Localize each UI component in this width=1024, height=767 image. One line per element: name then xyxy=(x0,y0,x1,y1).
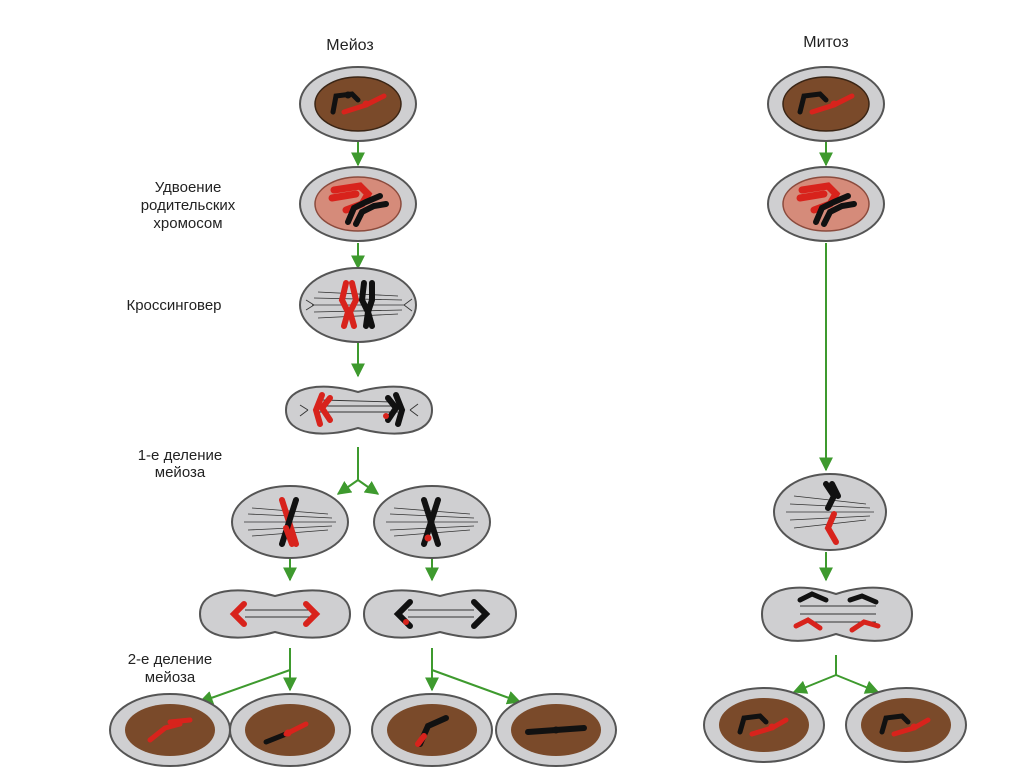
first-division-label-line1: 1-е деление xyxy=(138,447,223,464)
mitosis-duplication-cell xyxy=(767,166,885,242)
gamete-cell xyxy=(495,693,617,767)
arrow xyxy=(835,674,880,694)
first-division-label-line2: мейоза xyxy=(155,464,206,481)
meiosis-crossing-over-cell xyxy=(299,267,417,343)
meiosis-first-division-cell xyxy=(284,385,434,435)
mitosis-daughter-cell-left xyxy=(703,687,825,763)
duplication-label-line3: хромосом xyxy=(153,215,222,232)
second-division-label-line2: мейоза xyxy=(145,669,196,686)
duplication-label-line2: родительских xyxy=(141,197,236,214)
duplication-label-line1: Удвоение xyxy=(155,179,222,196)
meiosis-initial-cell xyxy=(299,66,417,142)
mitosis-metaphase-cell xyxy=(773,473,887,551)
arrow xyxy=(792,674,837,694)
meiosis-second-division-cell-right xyxy=(362,589,518,639)
second-division-label-line1: 2-е деление xyxy=(128,651,213,668)
arrow xyxy=(336,479,359,495)
arrow xyxy=(431,669,522,705)
mitosis-initial-cell xyxy=(767,66,885,142)
meiosis-title: Мейоз xyxy=(326,37,373,54)
mitosis-daughter-cell-right xyxy=(845,687,967,763)
meiosis-daughter-cell-left xyxy=(231,485,349,559)
mitosis-title: Митоз xyxy=(803,34,848,51)
meiosis-duplication-cell xyxy=(299,166,417,242)
gamete-cell xyxy=(109,693,231,767)
gamete-cell xyxy=(229,693,351,767)
arrow xyxy=(198,669,291,705)
meiosis-second-division-cell-left xyxy=(198,589,352,639)
arrow xyxy=(357,479,380,495)
crossing-over-label: Кроссинговер xyxy=(126,297,221,314)
mitosis-anaphase-cell xyxy=(760,586,914,642)
meiosis-daughter-cell-right xyxy=(373,485,491,559)
gamete-cell xyxy=(371,693,493,767)
